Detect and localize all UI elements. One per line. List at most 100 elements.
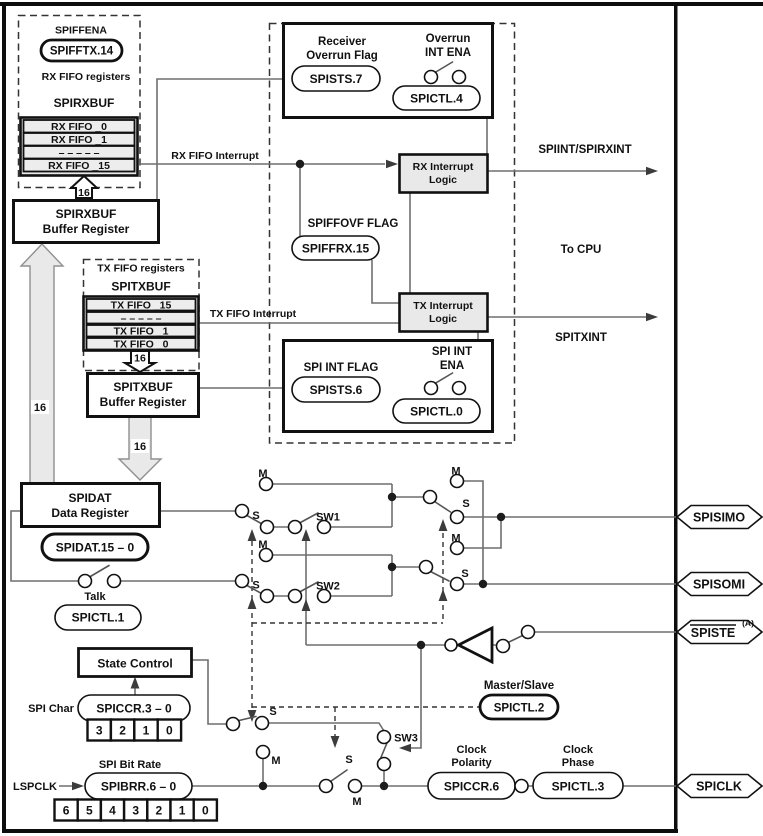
spiccr30-pill-label: SPICCR.3 – 0 [96, 702, 172, 716]
tx-fifo-group: TX FIFO registers SPITXBUF TX FIFO _15 –… [82, 263, 200, 374]
spi-int-flag-label: SPI INT FLAG [304, 362, 379, 374]
fifo-overflow-group: SPIFFOVF FLAG SPIFFRX.15 [291, 218, 399, 261]
spisomi-pin-label: SPISOMI [693, 577, 745, 591]
spibrr-bit-5: 5 [86, 804, 93, 818]
talk-label: Talk [84, 591, 106, 603]
spitxbuf-buffer-register: SPITXBUF Buffer Register [86, 372, 200, 418]
overrun-int-ena-line2: INT ENA [425, 47, 471, 59]
state-control-label: State Control [97, 657, 172, 671]
spiffena-label: SPIFFENA [55, 25, 107, 37]
spi-char-label: SPI Char [28, 703, 75, 715]
m-label: M [451, 533, 460, 545]
spitxbuf-buffer-line1: SPITXBUF [113, 380, 172, 394]
spidat-line1: SPIDAT [68, 491, 112, 505]
spiccr6-pill-label: SPICCR.6 [444, 780, 500, 794]
clock-polarity-line2: Polarity [451, 757, 492, 769]
s-label: S [252, 510, 259, 522]
rx-fifo-dashed-box [17, 14, 141, 189]
clock-phase-line2: Phase [562, 757, 594, 769]
state-control-box: State Control [77, 647, 193, 678]
spisimo-pin-label: SPISIMO [693, 510, 745, 524]
spitxint-label: SPITXINT [555, 332, 607, 344]
inverter-triangle [455, 625, 494, 665]
tx-fifo-registers-label: TX FIFO registers [97, 263, 185, 275]
spisimo-pin [675, 504, 763, 530]
switch-blades [88, 61, 524, 783]
m-label: M [258, 468, 267, 480]
spibrr-bit-6: 6 [63, 804, 70, 818]
spists6-pill [291, 376, 381, 403]
spibrr-bit-2: 2 [156, 804, 163, 818]
interrupt-dashed-box [268, 22, 516, 444]
junction-dots [258, 159, 506, 791]
tx-width-arrow [121, 350, 159, 374]
s-label: S [462, 498, 469, 510]
m-label: M [451, 466, 460, 478]
spibrr-bit-1: 1 [179, 804, 186, 818]
spictl0-pill-label: SPICTL.0 [410, 405, 463, 419]
rx-logic-line2: Logic [429, 174, 457, 186]
tx-logic-line1: TX Interrupt [413, 300, 473, 312]
rx-fifo-row-ellipsis: – – – – – [59, 147, 100, 159]
clock-phase-group: Clock Phase SPICTL.3 [532, 744, 624, 800]
spists7-pill [291, 65, 381, 92]
m-label: M [352, 796, 361, 808]
spitxbuf-title: SPITXBUF [111, 280, 170, 294]
spi-bit-rate-label: SPI Bit Rate [99, 759, 161, 771]
rx-fifo-interrupt-label: RX FIFO Interrupt [171, 150, 259, 162]
sw2-label: SW2 [316, 581, 340, 593]
spirxbuf-title: SPIRXBUF [54, 96, 115, 110]
sw1-label: SW1 [316, 512, 340, 524]
spibrr-bit-4: 4 [109, 804, 116, 818]
rx-interrupt-logic: RX Interrupt Logic [398, 153, 489, 194]
tx-fifo-row-0: TX FIFO _0 [114, 339, 169, 351]
bit-rate-group: SPI Bit Rate LSPCLK SPIBRR.6 – 0 6 5 4 3… [13, 759, 219, 822]
m-label: M [271, 755, 280, 767]
tx-fifo-row-1: TX FIFO _1 [114, 326, 169, 338]
spirxbuf-buffer-line1: SPIRXBUF [56, 207, 117, 221]
clock-phase-line1: Clock [563, 744, 594, 756]
s-label: S [252, 580, 259, 592]
spictl1-pill [54, 604, 142, 631]
switch-contact-circles [77, 69, 536, 794]
signal-labels: RX FIFO Interrupt TX FIFO Interrupt SPII… [171, 144, 631, 344]
spiclk-pin-label: SPICLK [696, 779, 742, 793]
spiste-pin [675, 619, 763, 645]
spiste-pin-label: SPISTE [691, 626, 735, 640]
rx-fifo-row-15: RX FIFO _15 [48, 160, 110, 172]
spictl4-pill-label: SPICTL.4 [410, 92, 463, 106]
spidat-register: SPIDAT Data Register SPIDAT.15 – 0 [20, 482, 161, 562]
rx-logic-line1: RX Interrupt [413, 161, 474, 173]
spictl1-pill-label: SPICTL.1 [72, 611, 125, 625]
spi-int-ena-line2: ENA [440, 360, 464, 372]
sw3-label: SW3 [394, 733, 418, 745]
clock-polarity-group: Clock Polarity SPICCR.6 [427, 744, 516, 800]
m-label: M [258, 539, 267, 551]
spictl2-pill [478, 693, 560, 721]
spirxbuf-buffer-register: SPIRXBUF Buffer Register [12, 199, 160, 244]
spidat-pill [40, 532, 150, 562]
spists7-pill-label: SPISTS.7 [310, 72, 363, 86]
spibrr-pill-label: SPIBRR.6 – 0 [101, 780, 177, 794]
spiclk-pin [675, 773, 763, 799]
spifftx-pill-label: SPIFFTX.14 [50, 46, 114, 58]
spictl3-pill [532, 771, 624, 800]
master-slave-label: Master/Slave [484, 680, 554, 692]
spisomi-pin [675, 571, 763, 597]
s-label: S [461, 568, 468, 580]
tx-fifo-bus-width: 16 [134, 353, 146, 365]
rx-fifo-group: SPIFFENA SPIFFTX.14 RX FIFO registers SP… [19, 25, 139, 199]
spiffovf-label: SPIFFOVF FLAG [308, 218, 399, 230]
cpu-boundary-divider [674, 2, 678, 832]
spiffrx15-pill [291, 235, 380, 261]
spirxbuf-buffer-line2: Buffer Register [43, 222, 130, 236]
s-label: S [345, 754, 352, 766]
spictl2-pill-label: SPICTL.2 [494, 703, 544, 715]
spifftx-pill [39, 38, 124, 63]
spictl4-pill [392, 85, 481, 111]
s-label: S [269, 706, 276, 718]
pin-connectors: SPISIMO SPISOMI SPISTE (A) SPICLK [675, 504, 763, 799]
